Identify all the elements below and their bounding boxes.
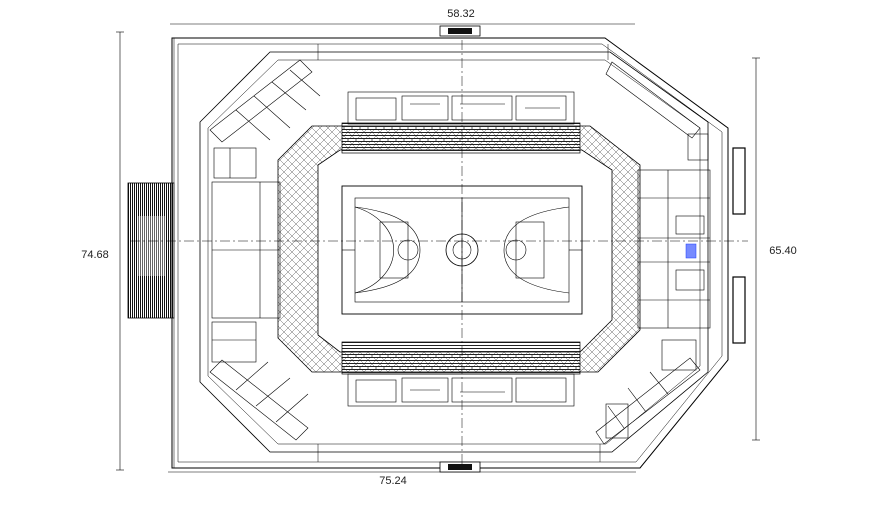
left-stairs-landing bbox=[137, 216, 165, 276]
left-rooms bbox=[211, 181, 281, 319]
dimension-right-label: 65.40 bbox=[769, 245, 797, 257]
dimension-top-label: 58.32 bbox=[447, 8, 475, 20]
right-planter-bottom bbox=[732, 276, 746, 344]
bottom-entrance-fill bbox=[448, 464, 472, 470]
right-rooms bbox=[637, 169, 711, 329]
left-stairs bbox=[127, 182, 175, 319]
corner-rooms-bottom-right bbox=[595, 339, 701, 445]
right-planter-top bbox=[732, 147, 746, 215]
seating-bottom bbox=[341, 341, 581, 375]
center-axes bbox=[130, 40, 748, 465]
top-entrance-fill bbox=[448, 28, 472, 34]
outer-perimeter-wall bbox=[171, 37, 729, 469]
seating-top bbox=[341, 122, 581, 154]
lower-service-block bbox=[347, 373, 575, 407]
dimension-bottom-label: 75.24 bbox=[379, 475, 407, 487]
concourse-ring bbox=[277, 125, 641, 373]
dimension-lines bbox=[116, 23, 760, 473]
corner-rooms-top-right bbox=[605, 61, 709, 161]
corner-rooms-bottom-left bbox=[209, 321, 309, 441]
access-lines bbox=[173, 38, 609, 468]
dimension-left-label: 74.68 bbox=[81, 249, 109, 261]
upper-service-block bbox=[347, 91, 575, 125]
blue-detail bbox=[685, 243, 697, 259]
building-outline bbox=[199, 51, 709, 453]
corner-rooms-top-left bbox=[209, 59, 321, 179]
